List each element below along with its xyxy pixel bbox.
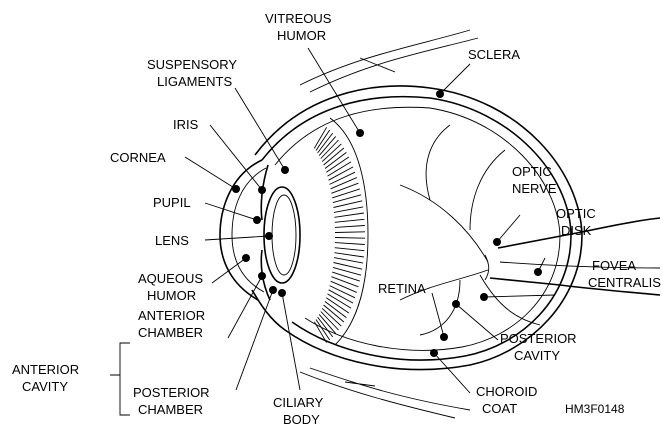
label-fovea-2: CENTRALIS bbox=[588, 275, 661, 290]
anterior-cavity-bracket bbox=[110, 343, 130, 415]
retina-layer bbox=[275, 107, 560, 350]
label-fovea-1: FOVEA bbox=[592, 258, 636, 273]
label-cornea: CORNEA bbox=[110, 150, 166, 165]
cornea-shape bbox=[220, 160, 262, 300]
label-ciliary-2: BODY bbox=[283, 412, 320, 425]
label-iris: IRIS bbox=[173, 117, 199, 132]
ciliary-ray bbox=[331, 277, 358, 287]
label-lens: LENS bbox=[155, 233, 189, 248]
label-anterior-cavity-2: CAVITY bbox=[22, 379, 68, 394]
label-anterior-chamber-2: CHAMBER bbox=[138, 325, 203, 340]
ciliary-ray bbox=[335, 226, 365, 228]
label-retina: RETINA bbox=[378, 281, 426, 296]
ciliary-ray bbox=[335, 248, 365, 251]
label-pupil: PUPIL bbox=[153, 195, 191, 210]
ciliary-ray bbox=[335, 238, 365, 239]
label-choroid-2: COAT bbox=[482, 401, 517, 416]
label-optic-disk-1: OPTIC bbox=[556, 206, 596, 221]
retinal-vessels bbox=[400, 125, 540, 335]
label-aqueous-2: HUMOR bbox=[147, 288, 196, 303]
label-optic-disk-2: DISK bbox=[561, 223, 592, 238]
ciliary-ray bbox=[331, 183, 358, 193]
label-sclera: SCLERA bbox=[468, 47, 520, 62]
label-vitreous-1: VITREOUS bbox=[265, 11, 332, 26]
ciliary-ray bbox=[334, 253, 364, 257]
label-optic-nerve-2: NERVE bbox=[512, 181, 557, 196]
ciliary-ray bbox=[334, 201, 363, 208]
ciliary-ray bbox=[330, 172, 355, 184]
label-suspensory-2: LIGAMENTS bbox=[157, 74, 232, 89]
label-anterior-chamber-1: ANTERIOR bbox=[138, 308, 205, 323]
ciliary-ray bbox=[334, 207, 363, 213]
label-aqueous-1: AQUEOUS bbox=[138, 271, 203, 286]
label-ciliary-1: CILIARY bbox=[273, 395, 324, 410]
label-suspensory-1: SUSPENSORY bbox=[147, 57, 237, 72]
label-anterior-cavity-1: ANTERIOR bbox=[12, 362, 79, 377]
figure-id: HM3F0148 bbox=[565, 402, 625, 416]
label-choroid-1: CHOROID bbox=[476, 384, 537, 399]
label-optic-nerve-1: OPTIC bbox=[512, 164, 552, 179]
ciliary-ray bbox=[330, 286, 355, 298]
ciliary-ray bbox=[335, 232, 365, 233]
label-posterior-cavity-2: CAVITY bbox=[514, 348, 560, 363]
ciliary-ray bbox=[334, 263, 363, 270]
label-posterior-cavity-1: POSTERIOR bbox=[500, 331, 577, 346]
ciliary-ray bbox=[331, 281, 357, 292]
lens-inner bbox=[272, 195, 296, 275]
label-posterior-chamber-2: CHAMBER bbox=[138, 402, 203, 417]
sclera-outer bbox=[252, 86, 582, 370]
label-vitreous-2: HUMOR bbox=[277, 28, 326, 43]
ciliary-ray bbox=[335, 219, 365, 222]
ciliary-ray bbox=[335, 243, 365, 245]
ciliary-ray bbox=[331, 178, 357, 189]
ciliary-ray bbox=[334, 213, 364, 217]
lower-muscle bbox=[300, 368, 470, 418]
ciliary-ray bbox=[334, 258, 363, 264]
label-posterior-chamber-1: POSTERIOR bbox=[133, 385, 210, 400]
